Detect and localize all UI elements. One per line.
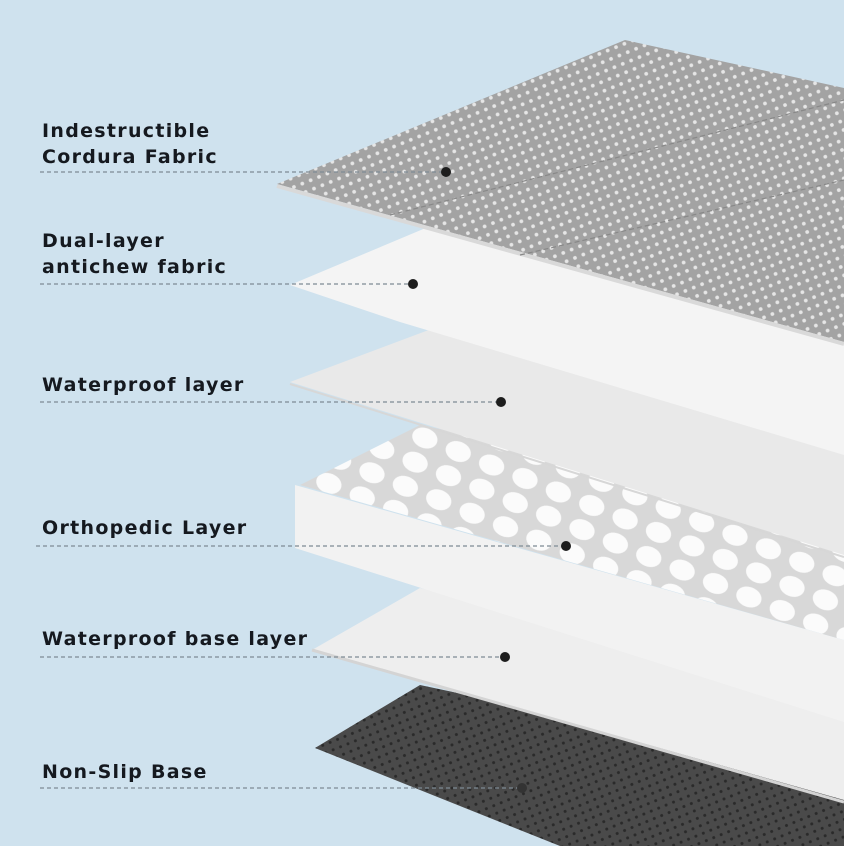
marker-dot bbox=[561, 541, 571, 551]
waterproof-layer-edge bbox=[289, 383, 844, 558]
cordura-stitch-line bbox=[389, 99, 844, 216]
leader-lines bbox=[36, 171, 566, 789]
marker-dot bbox=[441, 167, 451, 177]
marker-dot bbox=[496, 397, 506, 407]
label-non-slip-base: Non-Slip Base bbox=[42, 761, 208, 783]
cordura-fabric-layer bbox=[277, 40, 844, 342]
cordura-fabric-edge bbox=[276, 184, 844, 346]
orthopedic-foam-top bbox=[300, 425, 844, 640]
label-cordura-fabric: Indestructible Cordura Fabric bbox=[42, 120, 218, 168]
marker-dot bbox=[517, 783, 527, 793]
label-orthopedic-layer: Orthopedic Layer bbox=[42, 517, 248, 539]
marker-dot bbox=[500, 652, 510, 662]
waterproof-base-edge bbox=[311, 648, 844, 804]
label-waterproof-layer: Waterproof layer bbox=[42, 374, 245, 396]
label-waterproof-base-layer: Waterproof base layer bbox=[42, 628, 309, 650]
orthopedic-foam-front bbox=[295, 485, 844, 722]
waterproof-base-layer bbox=[312, 588, 844, 800]
non-slip-base-layer bbox=[315, 685, 844, 846]
label-dual-layer-fabric: Dual-layer antichew fabric bbox=[42, 230, 228, 278]
marker-dots bbox=[408, 167, 571, 793]
marker-dot bbox=[408, 279, 418, 289]
